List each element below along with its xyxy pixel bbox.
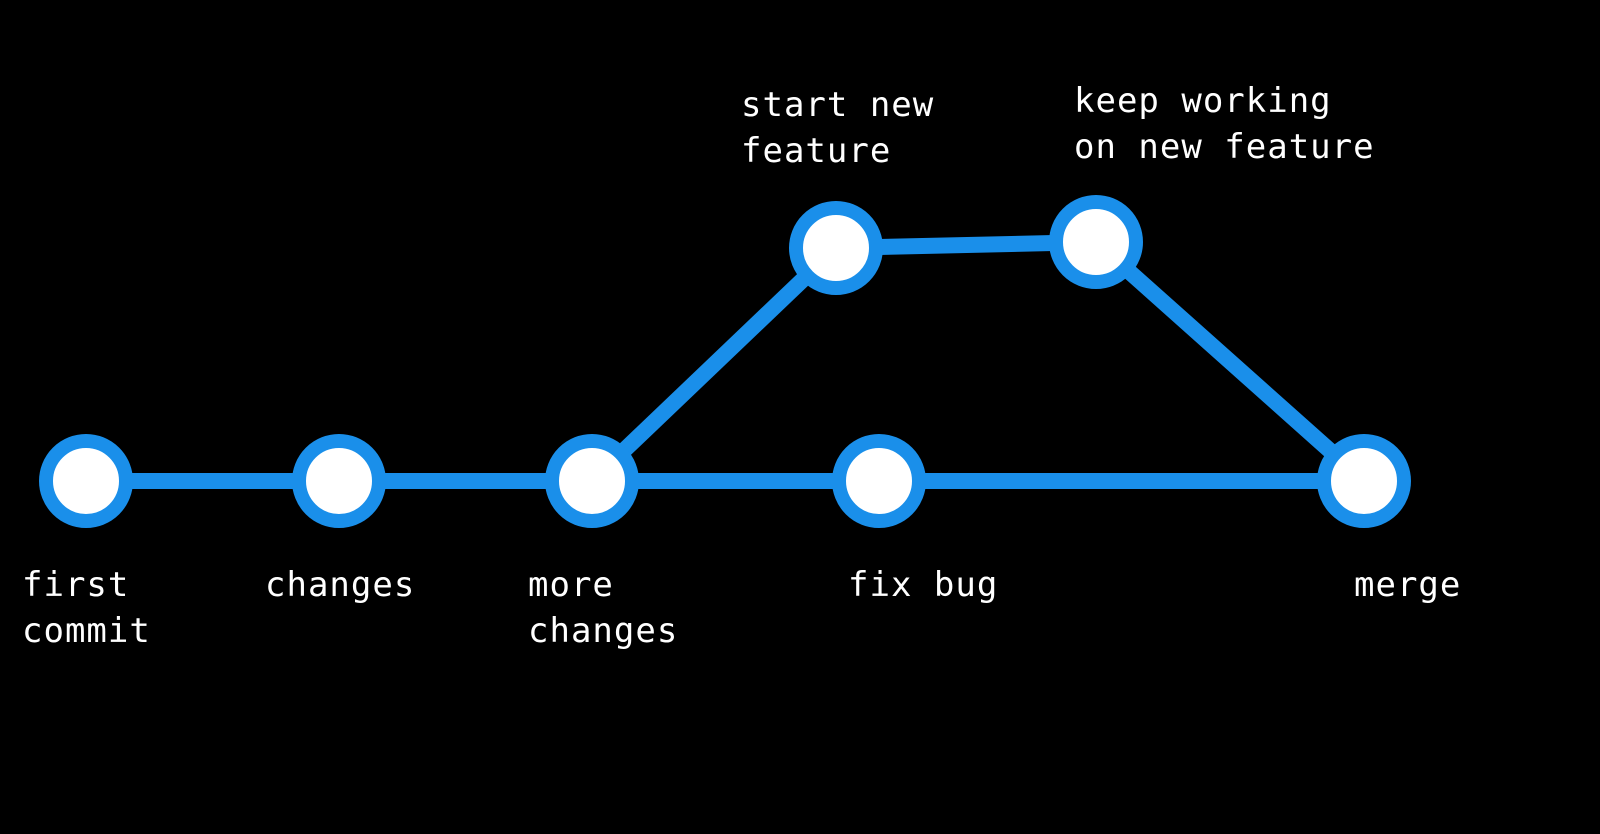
nodes-layer [39, 195, 1411, 528]
commit-node-c7 [1317, 434, 1411, 528]
label-line: merge [1354, 565, 1462, 605]
label-start-new-feature: start new feature [741, 82, 934, 174]
commit-node-c5 [1049, 195, 1143, 289]
commit-node-c3 [545, 434, 639, 528]
label-changes: changes [265, 562, 415, 608]
label-line: changes [528, 611, 679, 651]
label-keep-working: keep working on new feature [1074, 78, 1375, 170]
label-line: first [22, 565, 130, 605]
label-more-changes: more changes [528, 562, 678, 654]
label-fix-bug: fix bug [848, 562, 998, 608]
edge-c3-c4 [584, 240, 844, 489]
label-line: feature [741, 131, 892, 171]
commit-node-c4 [789, 201, 883, 295]
label-line: start new [741, 85, 935, 125]
commit-node-c2 [292, 434, 386, 528]
label-line: fix bug [848, 565, 999, 605]
label-line: commit [22, 611, 151, 651]
commit-node-c6 [832, 434, 926, 528]
commit-node-c1 [39, 434, 133, 528]
edges-layer [78, 234, 1372, 489]
label-first-commit: first commit [22, 562, 151, 654]
label-line: more [528, 565, 614, 605]
label-merge: merge [1354, 562, 1461, 608]
label-line: changes [265, 565, 416, 605]
label-line: keep working [1074, 81, 1332, 121]
label-line: on new feature [1074, 127, 1375, 167]
edge-c5-c7 [1088, 234, 1372, 489]
